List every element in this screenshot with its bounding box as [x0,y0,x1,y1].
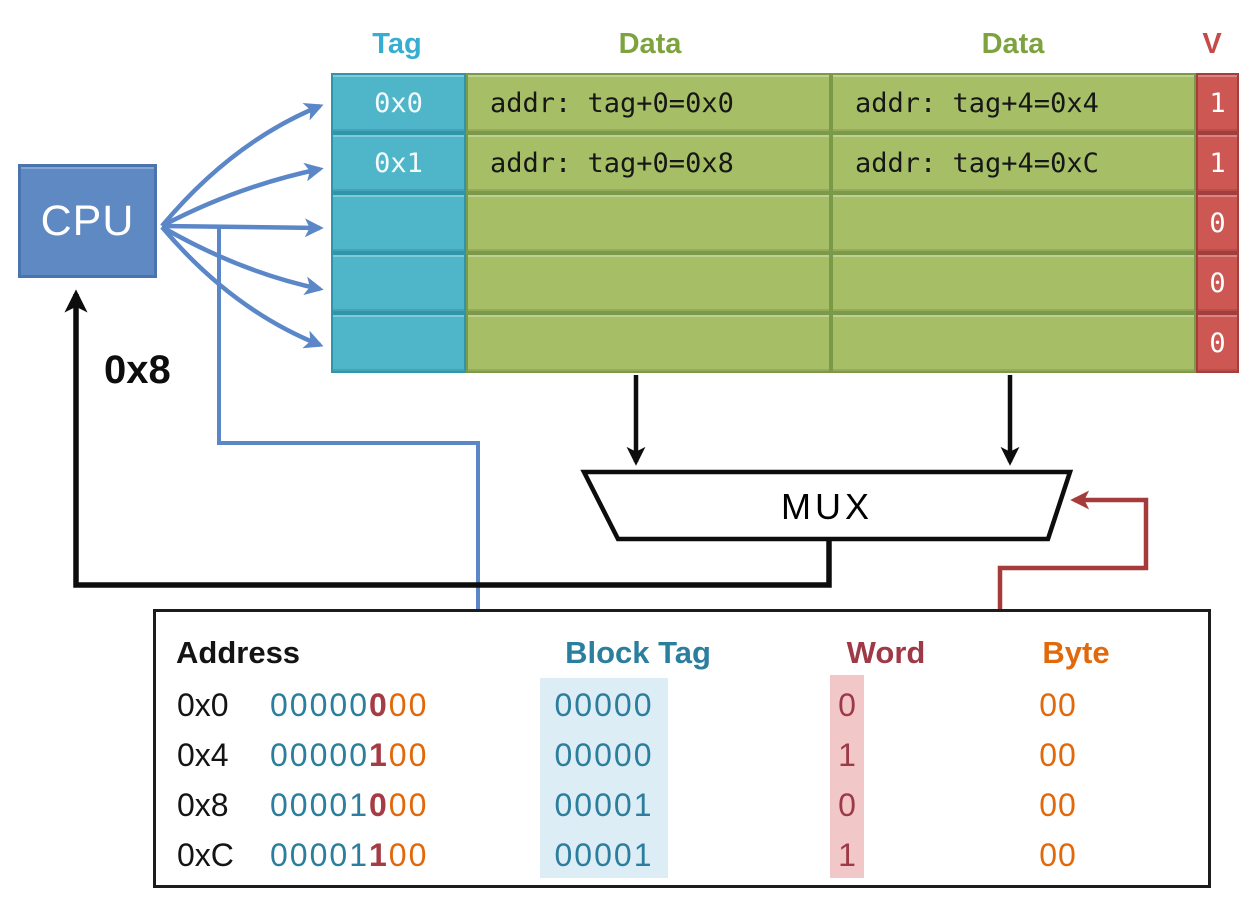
address-row-2-binary: 00001000 [270,784,428,826]
cache-row-0-data2: addr: tag+4=0x4 [831,73,1196,133]
block-tag-row-0: 00000 [554,687,654,723]
cache-row-4-tag [331,313,466,373]
word-row-2: 0 [838,787,856,823]
cpu-to-row0-arrow [160,102,324,228]
cache-row-4-valid: 0 [1196,313,1239,373]
cache-data1-header: Data [618,28,682,60]
cache-row-2-valid: 0 [1196,193,1239,253]
word-column-highlight [830,675,864,878]
cache-row-1-tag: 0x1 [331,133,466,193]
address-row-3-label: 0xC [177,837,234,873]
block-tag-row-1: 00000 [554,737,654,773]
byte-row-0: 00 [1039,687,1077,723]
tag-bits: 00000 [270,737,369,773]
tag-bits: 00001 [270,837,369,873]
cpu-box: CPU [18,164,157,278]
cpu-to-row3-arrow [160,225,324,296]
byte-bits: 00 [388,837,429,873]
block-tag-column-header: Block Tag [565,635,711,670]
address-row-0-binary: 00000000 [270,684,428,726]
cpu-to-row1-arrow [160,162,324,228]
cpu-to-row2-arrow [161,218,324,238]
cache-row-2-tag [331,193,466,253]
cpu-label: CPU [40,196,135,245]
block-tag-column-highlight [540,678,668,878]
cache-row-3-data2 [831,253,1196,313]
cpu-to-row4-arrow [160,225,324,349]
word-row-0: 0 [838,687,856,723]
word-bit: 0 [368,787,389,823]
byte-bits: 00 [388,687,429,723]
byte-bits: 00 [388,787,429,823]
cache-row-1-data1: addr: tag+0=0x8 [466,133,831,193]
cache-row-4-data2 [831,313,1196,373]
word-column-header: Word [846,635,926,670]
byte-bits: 00 [388,737,429,773]
byte-row-3: 00 [1039,837,1077,873]
address-breakdown-box: Address Block Tag Word Byte 0x0 00000000… [153,609,1211,888]
cache-row-2-data2 [831,193,1196,253]
tag-bits: 00000 [270,687,369,723]
tag-bits: 00001 [270,787,369,823]
byte-row-2: 00 [1039,787,1077,823]
address-row-0-label: 0x0 [177,687,229,723]
cache-row-3-data1 [466,253,831,313]
cache-row-3-valid: 0 [1196,253,1239,313]
cache-row-1-data2: addr: tag+4=0xC [831,133,1196,193]
address-row-1-label: 0x4 [177,737,229,773]
cache-row-4-data1 [466,313,831,373]
address-row-1-binary: 00000100 [270,734,428,776]
word-row-3: 1 [838,837,856,873]
cache-row-0-tag: 0x0 [331,73,466,133]
cache-valid-header: V [1202,28,1222,60]
cache-row-2-data1 [466,193,831,253]
cache-row-0-valid: 1 [1196,73,1239,133]
cache-row-1-valid: 1 [1196,133,1239,193]
block-tag-row-3: 00001 [554,837,654,873]
cache-table: 0x0 addr: tag+0=0x0 addr: tag+4=0x4 1 0x… [331,73,1239,373]
address-row-3-binary: 00001100 [270,834,428,876]
word-bit: 0 [368,687,389,723]
mux-label: MUX [781,486,873,527]
cache-tag-header: Tag [372,28,422,60]
request-address-label: 0x8 [104,348,171,392]
address-row-2-label: 0x8 [177,787,229,823]
byte-row-1: 00 [1039,737,1077,773]
word-row-1: 1 [838,737,856,773]
cache-data2-header: Data [981,28,1045,60]
cache-row-3-tag [331,253,466,313]
word-bit: 1 [368,737,389,773]
address-column-header: Address [176,635,301,670]
byte-column-header: Byte [1042,635,1110,670]
block-tag-row-2: 00001 [554,787,654,823]
cache-row-0-data1: addr: tag+0=0x0 [466,73,831,133]
word-bit: 1 [368,837,389,873]
